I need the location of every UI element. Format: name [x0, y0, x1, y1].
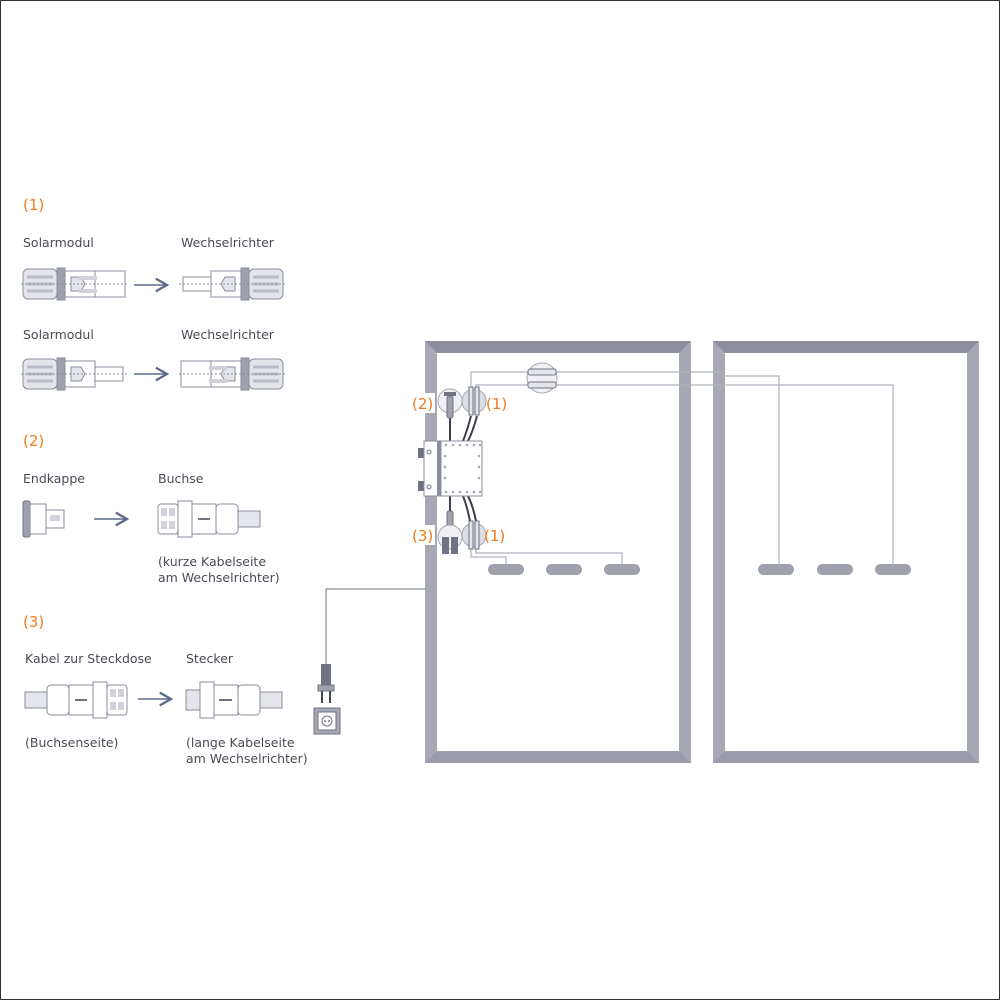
mc4-connector-icon	[461, 386, 487, 416]
inverter-cables	[449, 415, 478, 522]
mc4-connector-icon	[461, 520, 487, 550]
solar-panel-icon	[425, 341, 691, 763]
label-wechselrichter-2: Wechselrichter	[181, 327, 275, 342]
label-endkappe: Endkappe	[23, 471, 85, 486]
mc4-connector-icon	[21, 356, 127, 392]
end-cap-icon	[437, 388, 463, 419]
inverter-icon	[418, 440, 483, 497]
label-buchse: Buchse	[158, 471, 204, 486]
label-wechselrichter-1: Wechselrichter	[181, 235, 275, 250]
callout-top-left: (2)	[412, 395, 433, 413]
socket-connector-icon	[157, 500, 261, 538]
section-2-number: (2)	[23, 432, 44, 450]
solar-panel-icon	[713, 341, 979, 763]
mc4-connector-icon	[21, 266, 127, 302]
stecker-note-line1: (lange Kabelseite	[186, 735, 295, 750]
plug-connector-icon	[185, 681, 283, 719]
label-stecker: Stecker	[186, 651, 234, 666]
section-3-number: (3)	[23, 613, 44, 631]
buchse-note-line2: am Wechselrichter)	[158, 570, 280, 585]
mc4-connector-icon	[526, 362, 558, 394]
callout-bottom-right: (1)	[484, 527, 505, 545]
label-kabel-zur-steckdose: Kabel zur Steckdose	[25, 651, 152, 666]
mc4-connector-icon	[179, 266, 285, 302]
socket-connector-icon	[437, 510, 463, 554]
section-1-number: (1)	[23, 196, 44, 214]
stecker-note-line2: am Wechselrichter)	[186, 751, 308, 766]
buchse-note-line1: (kurze Kabelseite	[158, 554, 266, 569]
buchsenseite-note: (Buchsenseite)	[25, 735, 118, 750]
label-solarmodul-1: Solarmodul	[23, 235, 94, 250]
label-solarmodul-2: Solarmodul	[23, 327, 94, 342]
mc4-connector-icon	[179, 356, 285, 392]
socket-icon	[313, 707, 341, 735]
end-cap-icon	[22, 500, 65, 538]
junction-box-group	[488, 564, 911, 575]
callout-bottom-left: (3)	[412, 527, 433, 545]
callout-top-right: (1)	[486, 395, 507, 413]
socket-connector-icon	[24, 681, 128, 719]
